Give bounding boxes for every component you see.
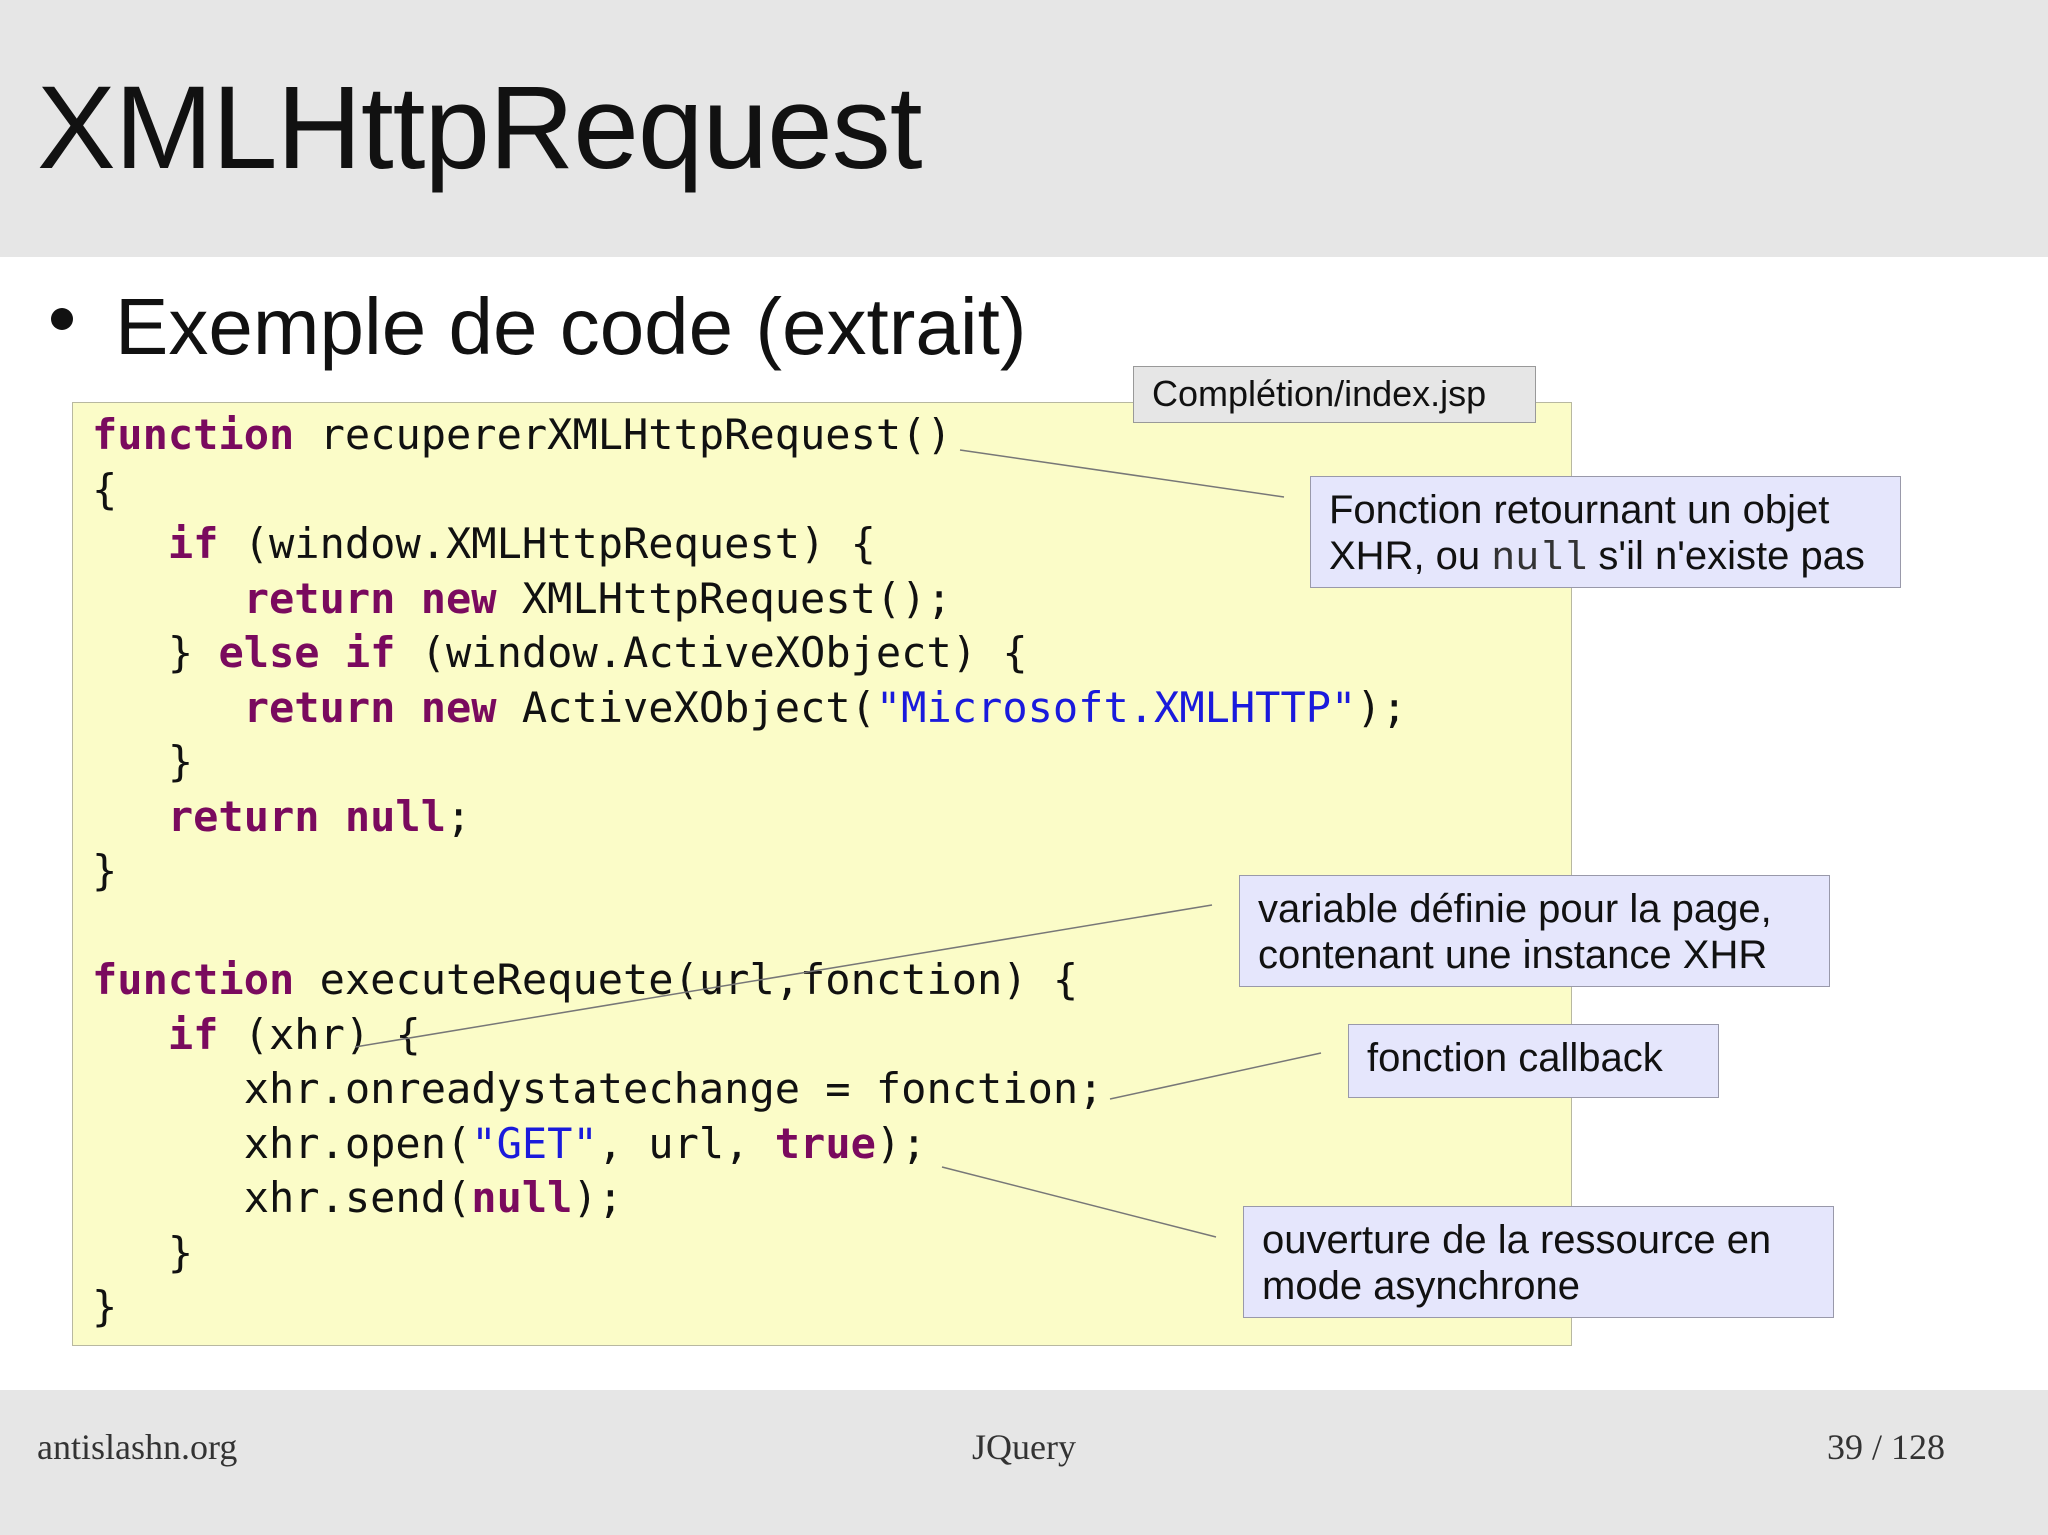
code-line: function executeRequete(url,fonction) { <box>92 953 1407 1008</box>
code-keyword: return new <box>243 573 497 623</box>
note-text: variable définie pour la page, contenant… <box>1258 887 1772 977</box>
code-line: { <box>92 463 1407 518</box>
code-line: if (xhr) { <box>92 1008 1407 1063</box>
code-line: xhr.send(null); <box>92 1171 1407 1226</box>
footer-topic: JQuery <box>972 1427 1076 1467</box>
note-text: ouverture de la ressource en mode asynch… <box>1262 1218 1772 1308</box>
code-line: return new ActiveXObject("Microsoft.XMLH… <box>92 681 1407 736</box>
code-text: xhr.send( <box>92 1173 472 1222</box>
code-text: } <box>92 1227 194 1277</box>
code-keyword: return new <box>243 682 497 732</box>
note-code: null <box>1491 537 1588 582</box>
code-text: xhr.open( <box>92 1118 472 1168</box>
note-text: fonction callback <box>1367 1036 1663 1080</box>
note-callback: fonction callback <box>1348 1024 1719 1098</box>
note-xhr-function: Fonction retournant un objet XHR, ou nul… <box>1310 476 1901 588</box>
code-text: xhr.onreadystatechange = fonction; <box>92 1064 1104 1113</box>
code-keyword: true <box>774 1118 876 1168</box>
leader-line-async-open <box>941 1166 1217 1238</box>
code-line: } <box>92 1280 1407 1335</box>
code-text: executeRequete(url,fonction) { <box>294 955 1079 1004</box>
leader-line-xhr-function <box>959 449 1285 498</box>
note-xhr-variable: variable définie pour la page, contenant… <box>1239 875 1830 987</box>
code-text: } <box>92 846 118 895</box>
code-line: return new XMLHttpRequest(); <box>92 572 1407 627</box>
code-keyword: return null <box>167 791 447 841</box>
code-line: function recupererXMLHttpRequest() <box>92 408 1407 463</box>
code-text: (xhr) { <box>218 1009 421 1059</box>
code-line: } else if (window.ActiveXObject) { <box>92 626 1407 681</box>
footer-site: antislashn.org <box>37 1427 238 1467</box>
file-name-tag: Complétion/index.jsp <box>1133 366 1536 423</box>
code-text: ActiveXObject( <box>496 682 876 732</box>
page-number: 39 / 128 <box>1827 1427 1946 1467</box>
bullet-text: Exemple de code (extrait) <box>115 282 1027 371</box>
code-text: } <box>92 737 194 786</box>
code-text: ; <box>446 791 472 841</box>
leader-line-callback <box>1109 1052 1322 1100</box>
code-line: if (window.XMLHttpRequest) { <box>92 517 1407 572</box>
code-text: } <box>92 628 219 677</box>
code-text: XMLHttpRequest(); <box>496 573 952 623</box>
code-block: function recupererXMLHttpRequest() { if … <box>92 408 1407 1335</box>
code-keyword: function <box>92 410 295 459</box>
code-text: } <box>92 1282 118 1331</box>
slide-title: XMLHttpRequest <box>37 62 923 194</box>
code-keyword: if <box>167 519 219 568</box>
slide-header <box>0 0 2048 257</box>
code-keyword: else if <box>218 628 396 677</box>
code-string: "GET" <box>471 1118 598 1168</box>
code-string: "Microsoft.XMLHTTP" <box>875 682 1357 732</box>
code-text: ); <box>1356 682 1407 732</box>
code-line: xhr.onreadystatechange = fonction; <box>92 1062 1407 1117</box>
slide-footer: antislashn.org JQuery 39 / 128 <box>0 1390 2048 1535</box>
bullet-dot-icon <box>51 308 73 330</box>
note-text: Fonction retournant un objet XHR, ou <box>1329 488 1830 578</box>
code-line: } <box>92 1226 1407 1281</box>
note-text: s'il n'existe pas <box>1587 534 1865 578</box>
leader-line-xhr-variable <box>354 904 1213 1048</box>
code-line: } <box>92 735 1407 790</box>
code-text: ); <box>572 1173 624 1222</box>
code-text: { <box>92 464 118 514</box>
code-text: (window.XMLHttpRequest) { <box>218 519 876 568</box>
code-text: (window.ActiveXObject) { <box>395 628 1028 677</box>
code-text: recupererXMLHttpRequest() <box>294 410 952 459</box>
code-text: ); <box>875 1118 927 1168</box>
code-keyword: null <box>471 1173 573 1222</box>
code-line: xhr.open("GET", url, true); <box>92 1117 1407 1172</box>
code-keyword: if <box>167 1009 219 1059</box>
code-line: return null; <box>92 790 1407 845</box>
code-line: } <box>92 844 1407 899</box>
code-keyword: function <box>92 955 295 1004</box>
note-async-open: ouverture de la ressource en mode asynch… <box>1243 1206 1834 1318</box>
code-text: , url, <box>597 1118 775 1168</box>
